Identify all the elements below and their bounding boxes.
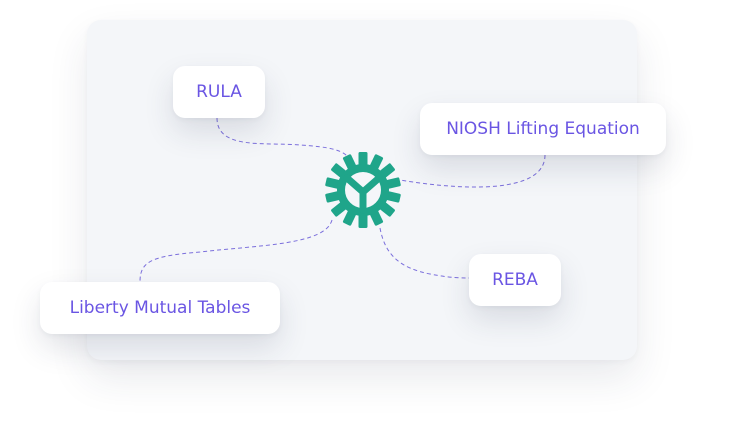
gear-tooth [369,210,384,226]
node-rula-label: RULA [196,82,242,102]
gear-tooth [385,177,401,189]
gear-tooth [358,152,368,166]
node-rula: RULA [173,66,265,118]
node-niosh-label: NIOSH Lifting Equation [446,119,640,139]
connector-rula [216,117,351,161]
connector-niosh [399,154,546,188]
node-liberty-mutual-tables: Liberty Mutual Tables [40,282,280,334]
gear-tooth [342,210,357,226]
gear-tooth [325,191,341,203]
connector-liberty [139,219,333,283]
node-liberty-label: Liberty Mutual Tables [69,298,251,318]
gear-spokes [343,174,383,214]
gear-tooth [369,154,384,170]
gear-tooth [325,177,341,189]
connector-reba [379,227,470,279]
gear-tooth [342,154,357,170]
gear-tooth [358,214,368,228]
node-reba-label: REBA [492,270,538,290]
node-niosh-lifting-equation: NIOSH Lifting Equation [420,103,666,155]
gear-tooth [385,191,401,203]
gear-icon [325,152,401,228]
node-reba: REBA [469,254,561,306]
